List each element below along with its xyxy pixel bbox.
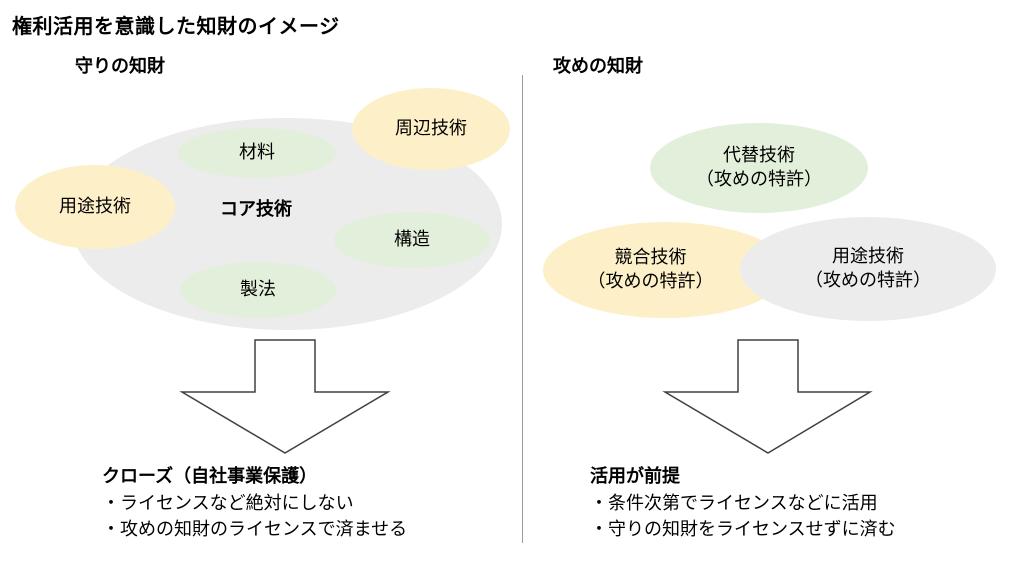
materials-label: 材料 <box>239 141 275 163</box>
peripheral-technology-ellipse: 周辺技術 <box>352 88 510 170</box>
competing-technology-label: 競合技術 <box>614 246 687 268</box>
substitute-technology-sublabel: （攻めの特許） <box>696 169 822 190</box>
defensive-conclusion-heading: クローズ（自社事業保護） <box>102 466 318 487</box>
manufacturing-ellipse: 製法 <box>180 262 336 318</box>
offensive-application-technology-ellipse: 用途技術 （攻めの特許） <box>740 217 996 321</box>
offensive-bullet-2: ・守りの知財をライセンスせずに済む <box>590 519 896 540</box>
offensive-bullet-1: ・条件次第でライセンスなどに活用 <box>590 493 878 514</box>
offensive-application-technology-sublabel: （攻めの特許） <box>805 270 931 291</box>
manufacturing-label: 製法 <box>240 278 276 300</box>
substitute-technology-label: 代替技術 <box>723 144 795 166</box>
structure-ellipse: 構造 <box>334 212 490 268</box>
offensive-heading: 攻めの知財 <box>553 56 643 77</box>
offensive-application-technology-label: 用途技術 <box>832 245 904 267</box>
defensive-heading: 守りの知財 <box>75 56 165 77</box>
substitute-technology-ellipse: 代替技術 （攻めの特許） <box>650 123 868 213</box>
diagram-title: 権利活用を意識した知財のイメージ <box>12 14 340 38</box>
competing-technology-sublabel: （攻めの特許） <box>587 271 714 292</box>
peripheral-technology-label: 周辺技術 <box>395 117 467 139</box>
core-technology-label: コア技術 <box>220 199 292 220</box>
offensive-conclusion-heading: 活用が前提 <box>590 466 680 487</box>
application-technology-ellipse: 用途技術 <box>15 165 175 249</box>
section-divider <box>522 75 523 543</box>
defensive-bullet-1: ・ライセンスなど絶対にしない <box>102 493 354 514</box>
defensive-bullet-2: ・攻めの知財のライセンスで済ませる <box>102 519 408 540</box>
materials-ellipse: 材料 <box>178 128 336 178</box>
structure-label: 構造 <box>394 228 430 250</box>
application-technology-label: 用途技術 <box>59 195 131 217</box>
